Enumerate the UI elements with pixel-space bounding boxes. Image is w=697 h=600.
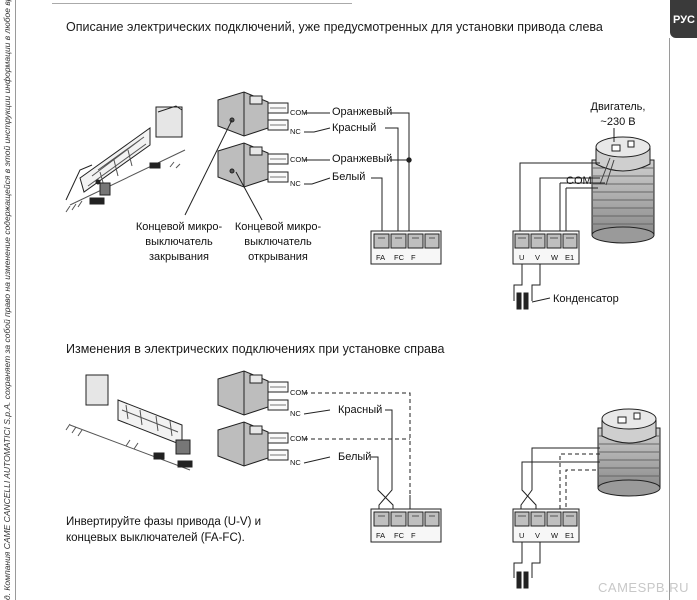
- terminal-pin-fa: FA: [376, 253, 386, 262]
- top-rule: [52, 0, 352, 4]
- motor-wires-section-1: [519, 162, 605, 232]
- left-margin-rule: [15, 0, 16, 600]
- microswitch-1: [217, 91, 289, 137]
- switch-tag-nc: NC: [290, 409, 301, 418]
- invert-phases-note: Инвертируйте фазы привода (U-V) и концев…: [66, 516, 262, 544]
- opening-switch-label: Концевой микро- выключатель открывания: [234, 221, 322, 263]
- terminal-pin-f: F: [411, 253, 416, 262]
- motor-1: [591, 136, 655, 244]
- motor-label: Двигатель, ~230 В: [590, 101, 646, 128]
- wire-label-white: Белый: [332, 171, 366, 183]
- switch-tag-com: COM: [290, 434, 308, 443]
- switch-tag-com: COM: [290, 155, 308, 164]
- wires-section-1: [304, 112, 412, 232]
- section-1-heading: Описание электрических подключений, уже …: [66, 20, 603, 34]
- microswitch-2: [217, 142, 289, 188]
- capacitor-2: [513, 542, 541, 589]
- terminal-pin-e1: E1: [565, 253, 575, 262]
- switch-tag-com: COM: [290, 388, 308, 397]
- gate-illustration-right: [65, 374, 193, 471]
- terminal-pin-e1: E1: [565, 531, 575, 540]
- terminal-pin-fa: FA: [376, 531, 386, 540]
- section-2-heading: Изменения в электрических подключениях п…: [66, 342, 445, 356]
- com-label: COM: [566, 175, 592, 187]
- wire-label-red: Красный: [332, 122, 377, 134]
- wire-label-red: Красный: [338, 404, 383, 416]
- wires-section-2: [303, 392, 411, 510]
- microswitch-4: [217, 421, 289, 467]
- wire-label-orange: Оранжевый: [332, 106, 393, 118]
- limit-terminal-block-1: [370, 230, 442, 265]
- terminal-pin-u: U: [519, 253, 525, 262]
- motor-terminal-block-1: [512, 230, 580, 265]
- right-margin-rule: [669, 38, 670, 600]
- terminal-pin-v: V: [535, 531, 541, 540]
- terminal-pin-u: U: [519, 531, 525, 540]
- gate-illustration-left: [65, 105, 186, 213]
- terminal-pin-fc: FC: [394, 531, 404, 540]
- closing-switch-label: Концевой микро- выключатель закрывания: [135, 221, 223, 263]
- capacitor-1: [513, 264, 551, 310]
- wire-label-orange: Оранжевый: [332, 153, 393, 165]
- limit-terminal-block-2: [370, 508, 442, 543]
- terminal-pin-w: W: [551, 531, 559, 540]
- motor-2: [597, 408, 661, 497]
- wire-label-white: Белый: [338, 451, 372, 463]
- switch-tag-com: COM: [290, 108, 308, 117]
- switch-tag-nc: NC: [290, 127, 301, 136]
- switch-tag-nc: NC: [290, 179, 301, 188]
- motor-wires-section-2: [520, 447, 600, 510]
- terminal-pin-v: V: [535, 253, 541, 262]
- terminal-pin-f: F: [411, 531, 416, 540]
- terminal-pin-w: W: [551, 253, 559, 262]
- site-watermark: CAMESPB.RU: [598, 580, 689, 595]
- motor-terminal-block-2: [512, 508, 580, 543]
- switch-tag-nc: NC: [290, 458, 301, 467]
- microswitch-3: [217, 370, 289, 416]
- terminal-pin-fc: FC: [394, 253, 404, 262]
- language-tab[interactable]: РУС: [670, 0, 697, 38]
- capacitor-label: Конденсатор: [553, 293, 619, 305]
